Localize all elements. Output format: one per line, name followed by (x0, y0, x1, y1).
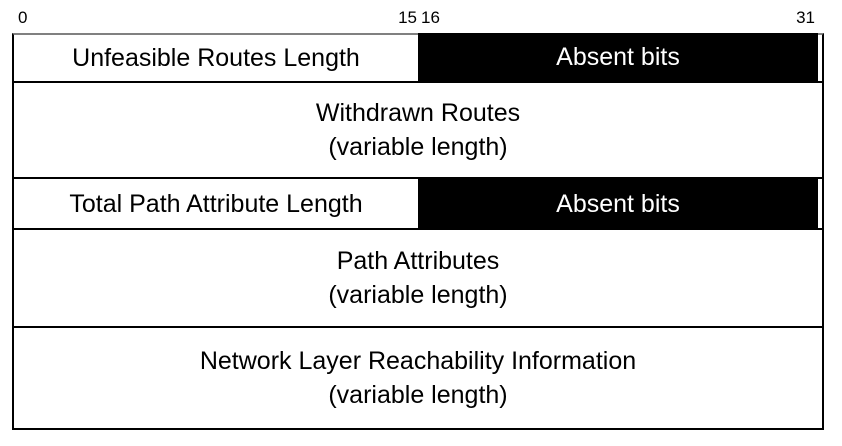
field-label-withdrawn-routes: Withdrawn Routes (315, 99, 521, 127)
absent-bits-label-bottom: Absent bits (556, 189, 680, 218)
bit-ruler: 0 15 16 31 (0, 0, 842, 33)
field-row-path-attributes: Path Attributes (variable length) (14, 230, 822, 328)
field-row-unfeasible-routes-length: Unfeasible Routes Length Absent bits (14, 33, 822, 83)
bit-label-31: 31 (796, 8, 815, 27)
absent-bits-field-bottom: Absent bits (418, 179, 818, 228)
field-label-path-attributes: Path Attributes (336, 247, 500, 275)
field-row-nlri: Network Layer Reachability Information (… (14, 328, 822, 428)
bit-label-0: 0 (18, 8, 28, 27)
variable-length-note-withdrawn-routes: (variable length) (328, 133, 508, 161)
bit-label-16: 16 (421, 8, 440, 27)
field-label-unfeasible-routes-length: Unfeasible Routes Length (72, 44, 360, 72)
field-label-total-path-attribute-length: Total Path Attribute Length (69, 189, 363, 218)
absent-bits-field-top: Absent bits (418, 33, 818, 81)
variable-length-note-path-attributes: (variable length) (328, 281, 508, 309)
field-unfeasible-routes-length: Unfeasible Routes Length (14, 35, 418, 81)
packet-outline: Unfeasible Routes Length Absent bits Wit… (12, 33, 824, 430)
bit-label-15: 15 (398, 8, 417, 27)
field-row-total-path-attribute-length: Total Path Attribute Length Absent bits (14, 179, 822, 230)
field-total-path-attribute-length: Total Path Attribute Length (14, 179, 418, 228)
absent-bits-label-top: Absent bits (556, 43, 680, 71)
variable-length-note-nlri: (variable length) (328, 381, 508, 409)
field-row-withdrawn-routes: Withdrawn Routes (variable length) (14, 83, 822, 179)
field-label-nlri: Network Layer Reachability Information (199, 347, 637, 375)
